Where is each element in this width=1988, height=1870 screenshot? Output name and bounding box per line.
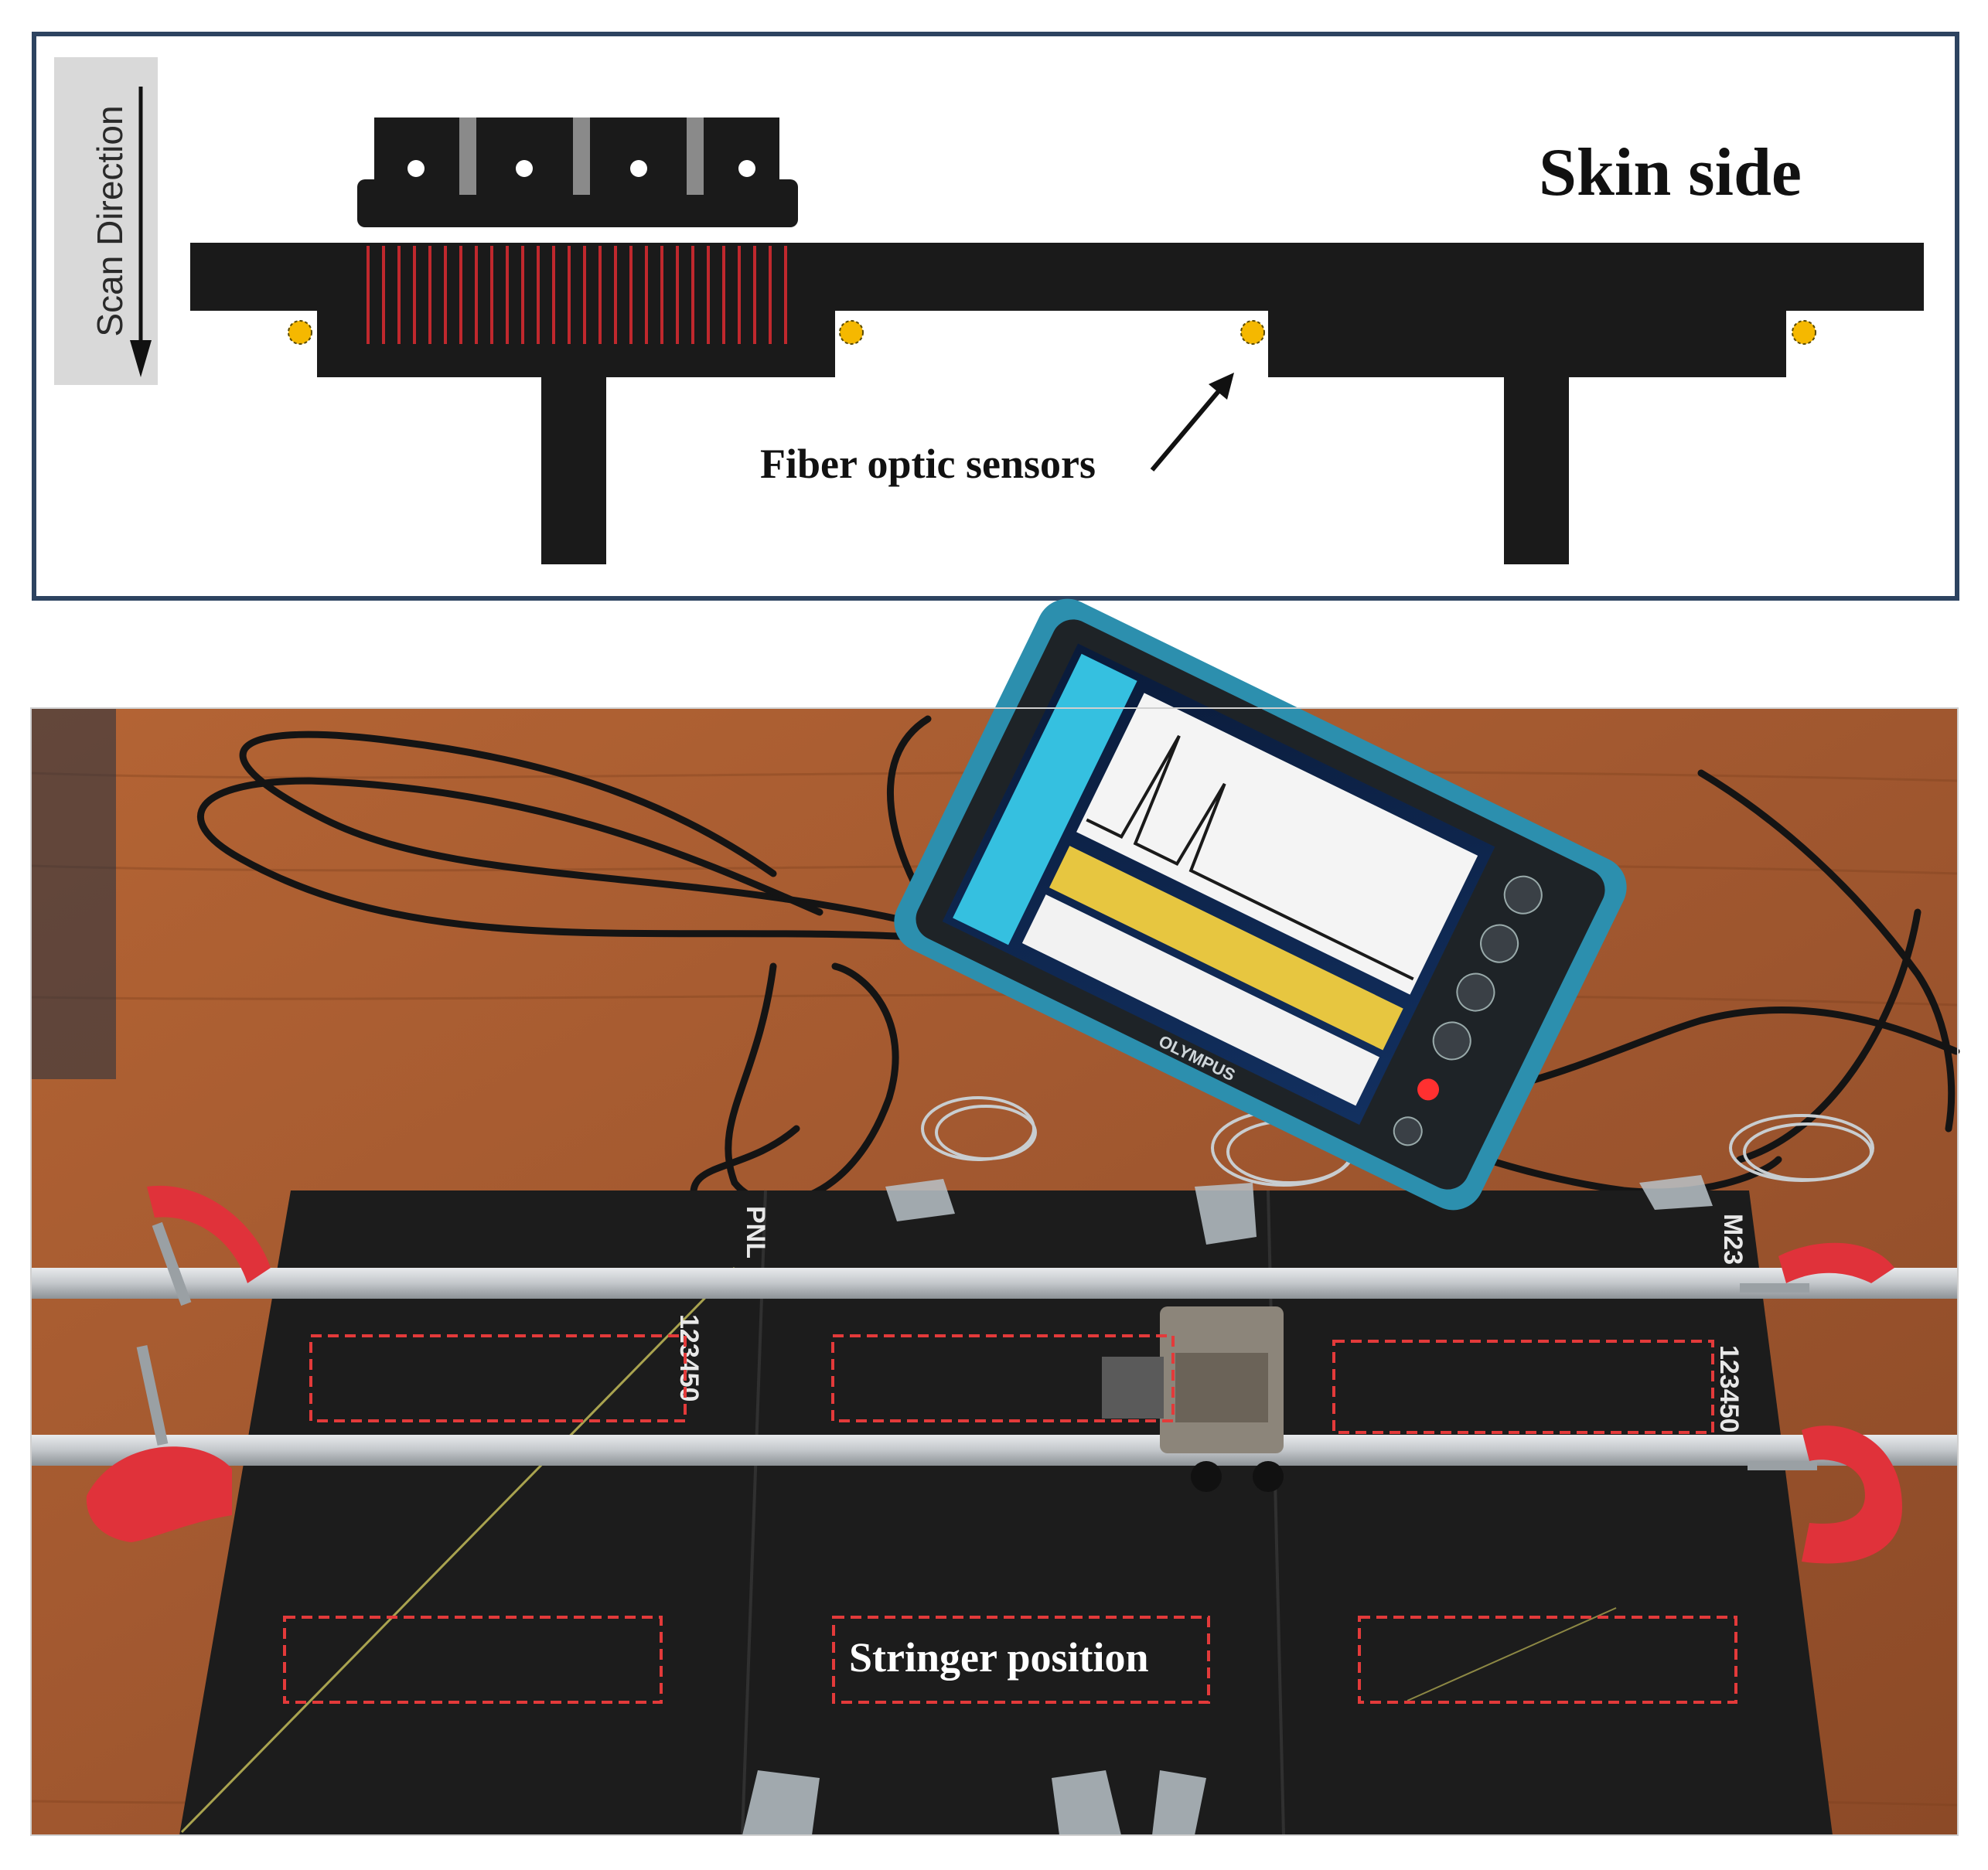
sensor-3	[1240, 320, 1265, 345]
tape-6	[1152, 1770, 1206, 1835]
scan-direction-arrow-head	[130, 340, 152, 377]
diagram-panel: Scan Direction	[32, 32, 1959, 601]
clamp-bottom-right	[1748, 1425, 1902, 1564]
photo-panel: PNL 123450 123450 M23	[30, 598, 1960, 1836]
roi-box-upper-right	[1332, 1340, 1714, 1434]
cable-6	[1697, 769, 1956, 1133]
probe-element-2	[516, 160, 533, 177]
clamp-top-left-body	[147, 1185, 271, 1283]
sensor-2	[839, 320, 864, 345]
panel-marking-id-right: 123450	[1714, 1345, 1744, 1432]
fiber-coil-1b	[935, 1105, 1037, 1160]
photo-border	[30, 707, 1959, 1836]
clamp-top-left	[147, 1185, 271, 1306]
left-shadow-strip	[31, 708, 116, 1079]
clamp-top-right	[1740, 1242, 1894, 1293]
carriage-wheel-1	[1191, 1461, 1222, 1492]
screen-waveform-area	[1076, 693, 1478, 995]
sensor-4	[1792, 320, 1816, 345]
clamp-top-left-screw	[152, 1221, 192, 1306]
sensor-1	[288, 320, 312, 345]
stringer-web-left	[541, 374, 606, 564]
screen-cscan-strip	[1049, 846, 1403, 1051]
roi-box-upper-left	[309, 1334, 687, 1422]
grain-3	[30, 993, 1959, 1007]
stringer-position-boxes	[283, 1334, 1737, 1704]
fiber-coil-3b	[1743, 1122, 1873, 1181]
grain-1	[30, 770, 1959, 782]
tape-3	[1639, 1175, 1713, 1210]
panel-marking-pnl: PNL	[741, 1206, 770, 1259]
scan-lines	[367, 246, 787, 344]
skin-plate	[190, 243, 1924, 311]
device-keypad	[1390, 870, 1548, 1150]
tape-5	[1052, 1770, 1121, 1835]
carriage-wheel-2	[1253, 1461, 1284, 1492]
carriage-probe-holder	[1102, 1357, 1164, 1419]
key-1[interactable]	[1499, 870, 1548, 920]
clamp-bottom-left-screw	[136, 1344, 169, 1446]
clamps	[86, 1185, 1902, 1564]
cable-2	[196, 777, 955, 943]
key-4[interactable]	[1427, 1016, 1477, 1065]
skin-side-label: Skin side	[1539, 135, 1802, 210]
cable-7	[1736, 908, 1922, 1163]
clamp-bottom-left	[86, 1344, 232, 1542]
stringer-flange-left	[317, 308, 835, 377]
stringer-position-label: Stringer position	[849, 1634, 1149, 1681]
key-3[interactable]	[1451, 967, 1500, 1017]
composite-panel	[179, 1190, 1833, 1835]
stringer-flange-right	[1268, 308, 1786, 377]
probe-divider-1	[459, 118, 476, 195]
fiber-coils	[921, 1096, 1874, 1187]
power-led	[1417, 1078, 1440, 1101]
clamp-bottom-right-screw	[1748, 1461, 1817, 1470]
clamp-top-right-body	[1778, 1242, 1894, 1283]
guide-rail-lower	[31, 1435, 1958, 1466]
key-2[interactable]	[1475, 919, 1524, 969]
roi-box-lower-right	[1358, 1616, 1737, 1704]
probe-divider-2	[573, 118, 590, 195]
stringer-web-right	[1504, 374, 1569, 564]
probe-element-1	[407, 160, 425, 177]
tape-patches	[742, 1175, 1713, 1835]
panel-marking-m23: M23	[1718, 1214, 1748, 1265]
panel-marking-id-left: 123450	[674, 1314, 704, 1402]
clamp-top-right-screw	[1740, 1283, 1809, 1293]
panel-diagonal-mark	[180, 1266, 736, 1834]
probe-element-3	[630, 160, 647, 177]
probe-divider-3	[687, 118, 704, 195]
fiber-optic-sensors	[288, 320, 1816, 345]
ultrasonic-flaw-detector: OLYMPUS	[894, 598, 1627, 1211]
screen-cscan-strip-2	[1021, 894, 1380, 1106]
tape-4	[742, 1770, 820, 1835]
clamp-bottom-left-body	[86, 1446, 232, 1542]
roi-box-lower-left	[283, 1616, 663, 1704]
probe-element-4	[738, 160, 755, 177]
scanner-carriage	[1102, 1306, 1284, 1492]
tape-2	[1195, 1183, 1257, 1245]
sensors-pointer-line	[1150, 390, 1221, 472]
screen-side-menu	[953, 653, 1137, 945]
carriage-plate	[1175, 1353, 1268, 1422]
guide-rail-upper	[31, 1268, 1958, 1299]
tape-1	[885, 1179, 955, 1221]
sensors-label: Fiber optic sensors	[760, 441, 1096, 487]
panel-diagonal-mark-2	[1407, 1607, 1617, 1701]
scan-direction-indicator: Scan Direction	[54, 57, 158, 385]
ultrasonic-probe-array	[357, 118, 798, 344]
cable-1	[239, 731, 955, 935]
roi-box-upper-middle	[831, 1334, 1175, 1422]
roi-box-lower-middle	[832, 1616, 1210, 1704]
sensors-pointer-head	[1209, 373, 1234, 400]
screen-waveform	[1086, 734, 1414, 981]
clamp-bottom-right-body	[1802, 1425, 1902, 1564]
key-5[interactable]	[1390, 1112, 1427, 1150]
scan-direction-label: Scan Direction	[90, 105, 130, 336]
